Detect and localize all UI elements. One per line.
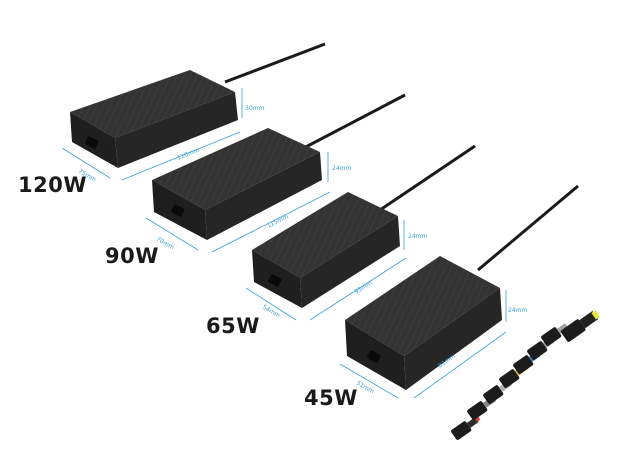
cable [299, 93, 406, 152]
wattage-label-45w: 45W [304, 386, 358, 410]
cable [379, 144, 476, 212]
adapter-top [345, 256, 500, 356]
cable [224, 42, 326, 84]
dc-port [367, 350, 381, 363]
adapter-side [404, 288, 502, 390]
tip-7 [541, 323, 569, 346]
adapter-120w: 75mm 120mm 30mm [61, 42, 326, 183]
adapter-side [205, 152, 322, 240]
connector-tips [451, 310, 601, 440]
dim-depth: 54mm [261, 304, 281, 320]
adapter-side [115, 92, 238, 168]
dim-width: 120mm [176, 147, 200, 162]
dimension-lines [339, 290, 507, 399]
dim-depth: 51mm [355, 380, 375, 396]
cable [477, 184, 579, 272]
wattage-label-90w: 90W [105, 244, 159, 268]
tip-8 [560, 310, 601, 342]
adapter-top [152, 128, 320, 210]
dim-height: 24mm [332, 165, 351, 172]
dc-port [171, 204, 185, 217]
dim-width: 115mm [266, 213, 290, 230]
dimension-lines [245, 220, 407, 321]
dimension-lines [61, 88, 243, 181]
adapter-65w: 54mm 95mm 24mm [245, 144, 476, 321]
adapter-top [70, 70, 235, 138]
dim-height: 24mm [408, 233, 427, 240]
wattage-label-120w: 120W [18, 173, 87, 197]
adapter-90w: 70mm 115mm 24mm [145, 93, 406, 253]
adapter-top [252, 192, 398, 278]
adapter-side [300, 216, 400, 308]
dim-height: 30mm [245, 105, 264, 112]
dc-port [268, 274, 282, 287]
dimension-lines [145, 152, 331, 253]
dim-width: 95mm [353, 279, 373, 295]
wattage-label-65w: 65W [206, 314, 260, 338]
dim-height: 24mm [508, 307, 527, 314]
dc-port [85, 136, 99, 149]
